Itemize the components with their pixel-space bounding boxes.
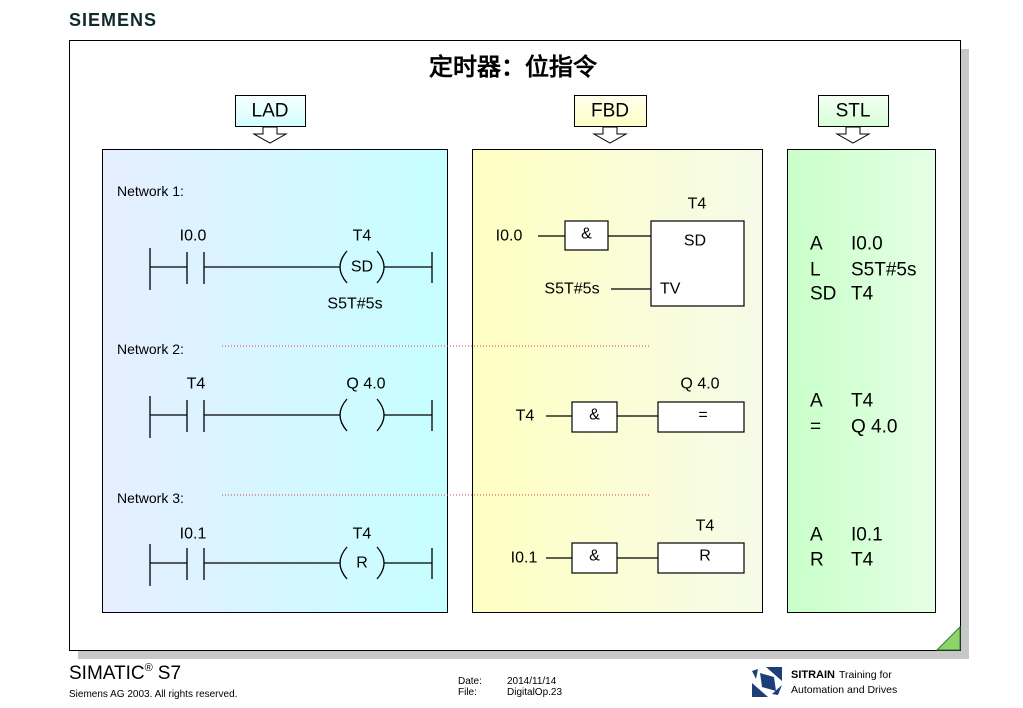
sitrain-logo-part [760, 673, 776, 691]
coil-operand: Q 4.0 [346, 376, 385, 393]
view-tag-box [574, 95, 647, 127]
stl-network-3: A I0.1 R T4 [810, 525, 883, 571]
slide-title: 定时器：位指令 [429, 53, 598, 81]
footer-copyright: Siemens AG 2003. All rights reserved. [69, 689, 238, 700]
stl-operand: T4 [851, 391, 874, 412]
siemens-logo: SIEMENS [69, 10, 158, 30]
sitrain-logo-part [766, 667, 782, 681]
sitrain-brand: SITRAIN [791, 669, 835, 681]
network-label-2: Network 2: [117, 341, 184, 357]
date-label: Date: [458, 676, 482, 687]
fbd-network-1: T4 I0.0 & SD TV S5T#5s [496, 196, 745, 307]
contact-operand: I0.0 [180, 228, 207, 245]
view-tag-fbd: FBD [574, 95, 647, 144]
tv-value: S5T#5s [544, 281, 599, 298]
coil-type: R [356, 555, 368, 572]
coil-operand: T4 [353, 526, 372, 543]
stl-operand: T4 [851, 284, 874, 305]
view-tag-label: STL [836, 101, 871, 122]
coil-left-arc [339, 250, 348, 284]
coil-type: SD [351, 259, 373, 276]
sitrain-logo-part [752, 683, 768, 697]
stl-network-2: A T4 = Q 4.0 [810, 391, 897, 438]
corner-triangle-icon [935, 625, 961, 651]
assign-symbol: = [698, 407, 707, 424]
view-tag-box [818, 95, 889, 127]
network-label-1: Network 1: [117, 183, 184, 199]
input-operand: I0.1 [511, 550, 538, 567]
and-box [564, 220, 609, 251]
lad-network-3: I0.1 T4 R [149, 526, 433, 586]
stl-op: A [810, 391, 823, 412]
block-operand: T4 [696, 518, 715, 535]
view-tag-label: FBD [591, 101, 629, 122]
reset-box [657, 542, 745, 574]
contact-operand: T4 [187, 376, 206, 393]
stl-op: SD [810, 284, 836, 305]
reset-symbol: R [699, 548, 711, 565]
stl-operand: S5T#5s [851, 260, 916, 281]
and-symbol: & [589, 548, 600, 565]
stl-operand: I0.0 [851, 234, 883, 255]
sitrain-logo-icon [752, 667, 782, 697]
sitrain-caption: SITRAIN Training for [791, 669, 892, 681]
lad-network-2: T4 Q 4.0 [149, 376, 433, 438]
lad-network-1: I0.0 T4 SD S5T#5s [149, 228, 433, 313]
stl-operand: I0.1 [851, 525, 883, 546]
view-tag-lad: LAD [235, 95, 306, 144]
file-value: DigitalOp.23 [507, 687, 563, 698]
block-operand: Q 4.0 [680, 376, 719, 393]
lad-panel [102, 149, 448, 613]
product-brand: SIMATIC [69, 663, 145, 684]
stl-network-1: A I0.0 L S5T#5s SD T4 [810, 234, 916, 305]
stl-operand: T4 [851, 550, 874, 571]
stl-op: A [810, 525, 823, 546]
stl-op: = [810, 417, 821, 438]
stl-op: A [810, 234, 823, 255]
view-tag-label: LAD [252, 101, 289, 122]
product-model: S7 [157, 663, 182, 684]
sitrain-tagline: Training for [839, 669, 892, 681]
sitrain-logo-part [772, 685, 782, 695]
fbd-network-3: T4 I0.1 & R [511, 518, 745, 574]
and-box [571, 542, 618, 574]
timer-type: SD [684, 233, 706, 250]
timer-value: S5T#5s [327, 296, 382, 313]
footer-product-name: SIMATIC® S7 [69, 662, 182, 685]
and-symbol: & [581, 226, 592, 243]
tv-pin-label: TV [660, 281, 681, 298]
timer-box [650, 220, 745, 307]
sitrain-division: Automation and Drives [791, 684, 898, 696]
stl-panel [787, 149, 936, 613]
file-label: File: [458, 687, 477, 698]
and-box [571, 401, 618, 433]
input-operand: T4 [516, 408, 535, 425]
contact-operand: I0.1 [180, 526, 207, 543]
network-label-3: Network 3: [117, 490, 184, 506]
fbd-network-2: Q 4.0 T4 & = [516, 376, 745, 433]
registered-mark: ® [144, 662, 153, 674]
stl-op: L [810, 260, 821, 281]
down-arrow-icon [592, 126, 628, 144]
down-arrow-icon [252, 126, 288, 144]
coil-left-arc [339, 398, 348, 432]
view-tag-stl: STL [818, 95, 889, 144]
block-operand: T4 [688, 196, 707, 213]
stl-op: R [810, 550, 824, 571]
input-operand: I0.0 [496, 228, 523, 245]
coil-left-arc [339, 546, 348, 580]
assign-box [657, 401, 745, 433]
stl-operand: Q 4.0 [851, 417, 897, 438]
down-arrow-icon [835, 126, 871, 144]
coil-operand: T4 [353, 228, 372, 245]
sitrain-logo-part [752, 669, 758, 679]
date-value: 2014/11/14 [507, 676, 557, 687]
and-symbol: & [589, 407, 600, 424]
